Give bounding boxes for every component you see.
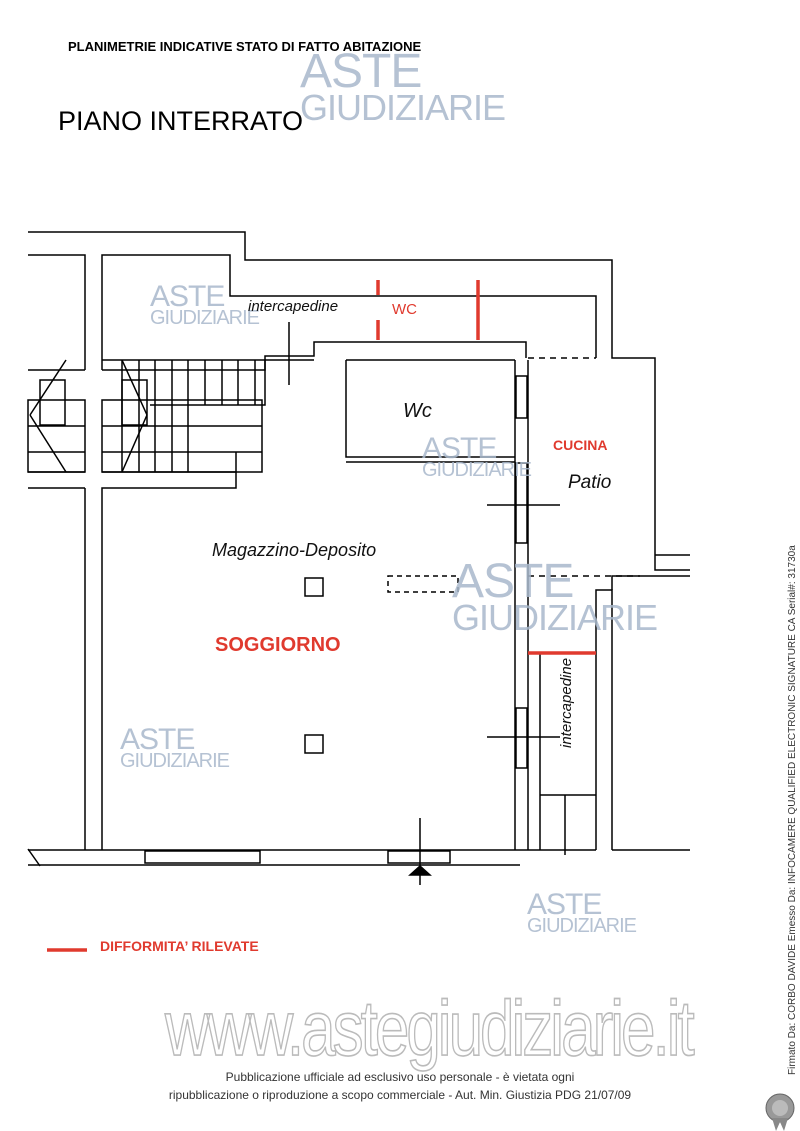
room-label-intercapedine: intercapedine [248, 298, 339, 315]
room-label-wc: Wc [403, 400, 432, 422]
legend-label: DIFFORMITA’ RILEVATE [100, 938, 259, 954]
seal-icon [765, 1093, 795, 1131]
room-label-patio: Patio [568, 472, 612, 493]
footer-line-1: Pubblicazione ufficiale ad esclusivo uso… [225, 1070, 575, 1084]
room-label-wc-red: WC [392, 301, 417, 318]
digital-signature-text: Firmato Da: CORBO DAVIDE Emesso Da: INFO… [787, 545, 798, 1075]
floor-title: PIANO INTERRATO [58, 106, 304, 136]
room-label-magazzino: Magazzino-Deposito [212, 540, 377, 560]
room-label-soggiorno: SOGGIORNO [215, 634, 341, 656]
room-label-cucina: CUCINA [553, 437, 608, 453]
difformita-lines [47, 280, 596, 952]
room-label-intercapedine-side: intercapedine [558, 657, 575, 748]
site-watermark: www.astegiudiziarie.it [164, 985, 695, 1073]
document-header: PLANIMETRIE INDICATIVE STATO DI FATTO AB… [68, 39, 422, 54]
footer-line-2: ripubblicazione o riproduzione a scopo c… [168, 1088, 632, 1102]
